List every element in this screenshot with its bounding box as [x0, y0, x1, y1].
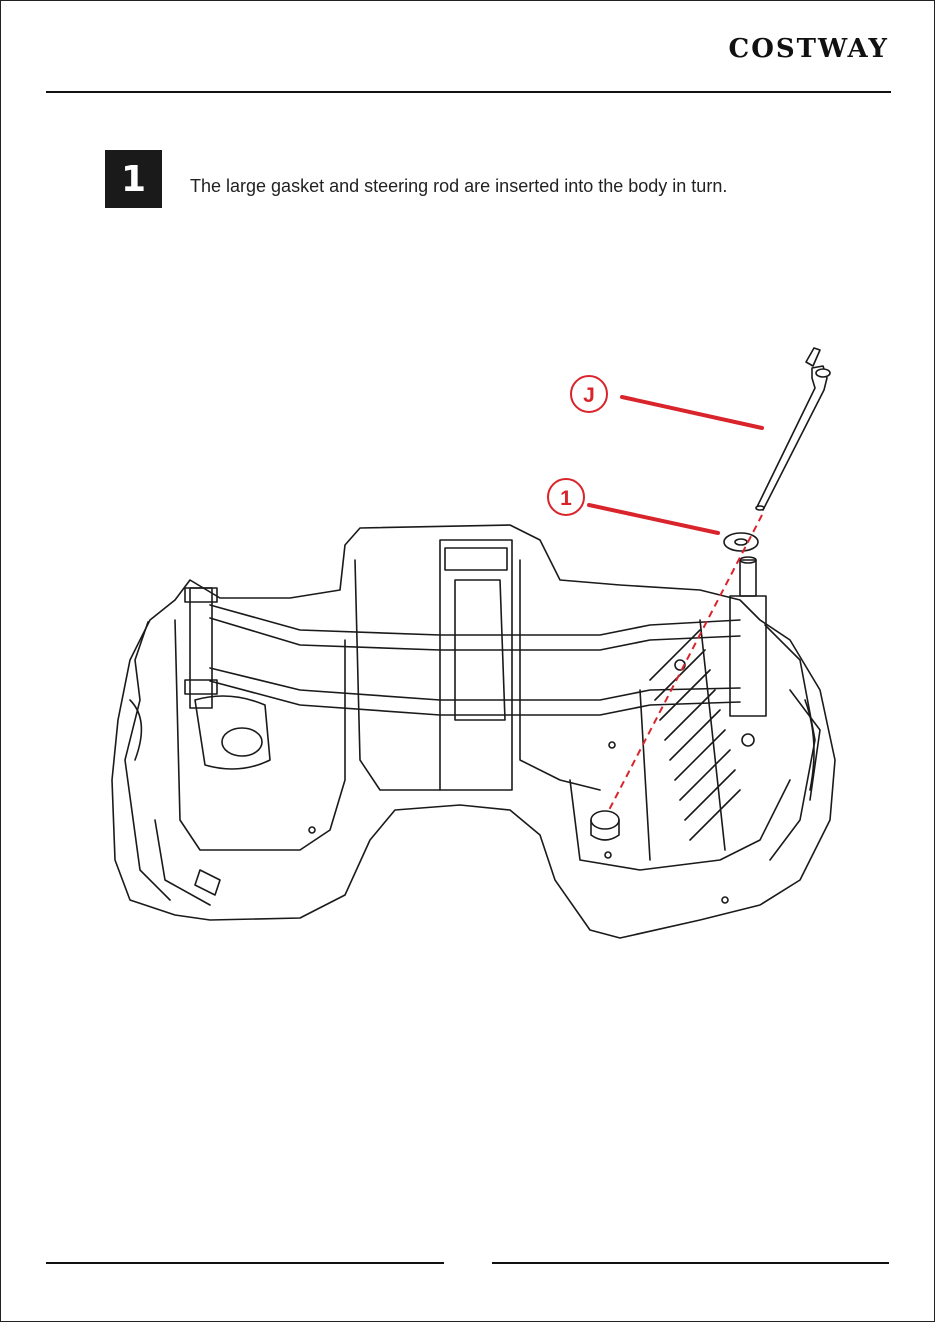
callout-j-label: J	[583, 384, 595, 407]
step-instruction: The large gasket and steering rod are in…	[190, 176, 727, 197]
steering-rod-part	[756, 348, 830, 510]
frame-bar-front	[210, 605, 740, 635]
steering-column	[730, 596, 766, 716]
step-number-badge: 1	[105, 150, 162, 208]
header-divider	[46, 91, 891, 93]
steering-socket	[591, 811, 619, 829]
large-gasket-part	[724, 533, 758, 551]
footer-divider-right	[492, 1262, 889, 1264]
callout-1: 1	[548, 479, 718, 533]
footer-divider-left	[46, 1262, 444, 1264]
brand-logo: COSTWAY	[729, 34, 889, 64]
assembly-diagram: J 1	[100, 340, 840, 950]
callout-1-label: 1	[560, 487, 572, 510]
callout-j: J	[571, 376, 762, 428]
vehicle-body-outline	[112, 525, 835, 938]
